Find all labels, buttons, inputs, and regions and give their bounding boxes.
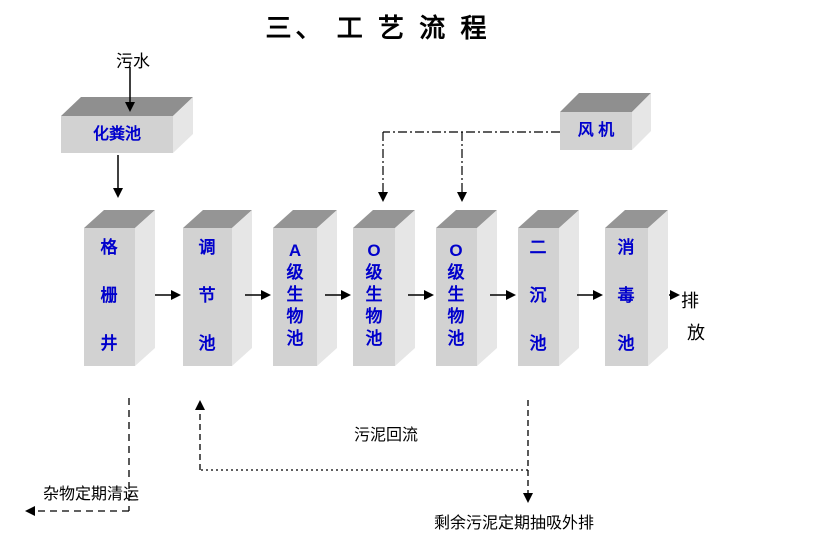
label-tank-o-bio-1: O级生物池 — [365, 241, 383, 348]
box-secondary-clarifier — [518, 210, 579, 366]
box-septic-tank — [61, 97, 193, 153]
label-blower: 风 机 — [577, 122, 615, 139]
label-tank-secondary-clarifier: 二沉池 — [529, 238, 547, 353]
box-face-side — [317, 210, 337, 366]
box-disinfection-tank — [605, 210, 668, 366]
box-face-top — [61, 97, 193, 116]
box-face-top — [436, 210, 497, 228]
box-face-front — [273, 228, 317, 366]
label-tank-regulation: 调节池 — [198, 238, 216, 353]
box-face-side — [232, 210, 252, 366]
box-face-side — [135, 210, 155, 366]
box-regulation-tank — [183, 210, 252, 366]
box-face-front — [560, 112, 632, 150]
page-title: 三、 工 艺 流 程 — [265, 13, 491, 43]
box-face-front — [183, 228, 232, 366]
label-sewage-inflow: 污水 — [116, 52, 150, 71]
box-face-top — [518, 210, 579, 228]
box-o-bio-tank-2 — [436, 210, 497, 366]
label-discharge-line1: 排 — [681, 291, 699, 311]
box-grid-well — [84, 210, 155, 366]
box-face-top — [560, 93, 651, 112]
box-face-top — [273, 210, 337, 228]
label-tank-disinfection: 消毒池 — [617, 238, 635, 353]
box-face-side — [648, 210, 668, 366]
label-tank-a-bio: A级生物池 — [286, 241, 304, 348]
label-tank-grid-well: 格栅井 — [100, 238, 118, 353]
label-tank-o-bio-2: O级生物池 — [447, 241, 465, 348]
box-o-bio-tank-1 — [353, 210, 415, 366]
box-face-front — [353, 228, 395, 366]
label-septic-tank: 化粪池 — [92, 126, 141, 143]
box-face-front — [436, 228, 477, 366]
box-face-side — [559, 210, 579, 366]
label-sludge-return: 污泥回流 — [354, 427, 419, 444]
box-face-top — [353, 210, 415, 228]
box-face-top — [183, 210, 252, 228]
box-face-top — [84, 210, 155, 228]
box-face-front — [61, 116, 173, 153]
label-debris-removal: 杂物定期清运 — [43, 486, 140, 503]
box-face-side — [477, 210, 497, 366]
label-discharge-line2: 放 — [687, 323, 705, 343]
box-blower — [560, 93, 651, 150]
label-excess-sludge: 剩余污泥定期抽吸外排 — [434, 515, 595, 532]
box-face-side — [173, 97, 193, 153]
box-face-top — [605, 210, 668, 228]
box-face-front — [84, 228, 135, 366]
box-face-front — [605, 228, 648, 366]
box-a-bio-tank — [273, 210, 337, 366]
box-face-front — [518, 228, 559, 366]
box-face-side — [395, 210, 415, 366]
box-face-side — [632, 93, 651, 150]
